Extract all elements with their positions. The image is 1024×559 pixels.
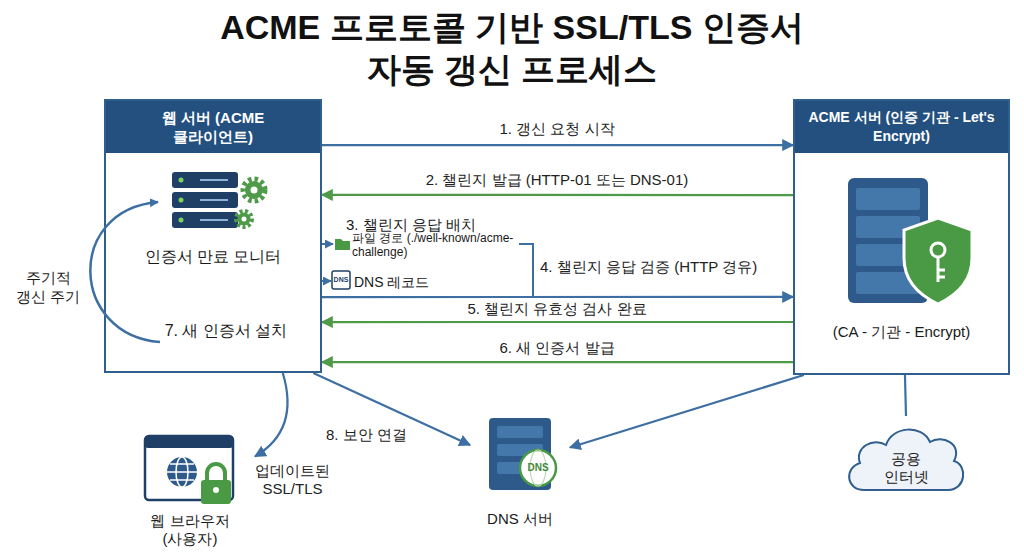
folder-icon	[335, 239, 350, 250]
node-text: 웹 브라우저 (사용자)	[125, 512, 255, 548]
dns-server-node: DNS 서버	[470, 410, 570, 535]
client-box: 웹 서버 (ACME 클라이언트) 인증서 만료 모니터 7. 새 인증서 설치	[104, 99, 322, 373]
globe-line	[176, 457, 188, 487]
flow-arrow	[322, 144, 793, 146]
icon-text: DNS	[520, 462, 556, 473]
browser-window	[145, 436, 233, 500]
server-panel	[497, 426, 543, 438]
edge-label: 1. 갱신 요청 시작	[499, 120, 614, 139]
flow-arrow	[255, 373, 288, 456]
globe	[167, 457, 197, 487]
cloud-outline	[849, 430, 963, 490]
edge-label: 4. 챌린지 응답 검증 (HTTP 경유)	[540, 258, 757, 277]
node-text: 7. 새 인증서 설치	[136, 321, 316, 342]
diagram-title: ACME 프로토콜 기반 SSL/TLS 인증서 자동 갱신 프로세스	[202, 6, 822, 90]
padlock-body	[201, 480, 231, 504]
cycle-label: 주기적 갱신 주기	[10, 268, 86, 306]
box-header: ACME 서버 (인증 기관 - Let's Encrypt)	[795, 101, 1008, 153]
node-text: (CA - 기관 - Encrypt)	[795, 323, 1008, 342]
document-icon	[332, 271, 350, 289]
padlock-keyhole	[213, 487, 219, 493]
placement-arrow	[322, 280, 331, 282]
browser-bar	[145, 436, 233, 448]
server-tower	[489, 418, 551, 490]
flow-arrow	[570, 375, 804, 448]
edge-label: 2. 챌린지 발급 (HTTP-01 또는 DNS-01)	[426, 171, 689, 190]
record-label: DNS 레코드	[354, 274, 429, 292]
path-label: 파일 경로 (./well-known/acme-challenge)	[352, 231, 530, 259]
globe	[520, 450, 556, 486]
bracket-line	[519, 244, 533, 297]
browser-icon	[145, 436, 233, 504]
edge-label: 8. 보안 연결	[326, 426, 407, 445]
node-text: 공용 인터넷	[876, 450, 936, 486]
flow-arrow	[322, 296, 793, 298]
icon-text: DNS	[332, 276, 350, 283]
flow-arrow	[322, 321, 793, 323]
placement-arrow	[322, 243, 333, 245]
globe-line	[167, 464, 197, 480]
edge-label: 업데이트된 SSL/TLS	[250, 462, 335, 498]
node-text: DNS 서버	[470, 510, 570, 529]
dns-server-icon	[489, 418, 556, 490]
browser-node: 웹 브라우저 (사용자)	[125, 432, 255, 554]
box-header: 웹 서버 (ACME 클라이언트)	[106, 101, 320, 153]
padlock-shackle	[207, 464, 225, 482]
server-panel	[497, 444, 543, 456]
flow-arrow	[322, 194, 793, 196]
cloud-node: 공용 인터넷	[842, 416, 970, 496]
ca-box: ACME 서버 (인증 기관 - Let's Encrypt) (CA - 기관 …	[793, 99, 1010, 375]
edge-label: 5. 챌린지 유효성 검사 완료	[467, 300, 646, 319]
node-text: 인증서 만료 모니터	[106, 247, 320, 268]
flow-arrow	[905, 375, 906, 416]
flow-arrow	[313, 373, 470, 445]
edge-label: 6. 새 인증서 발급	[499, 339, 614, 358]
flow-arrow	[322, 361, 793, 363]
